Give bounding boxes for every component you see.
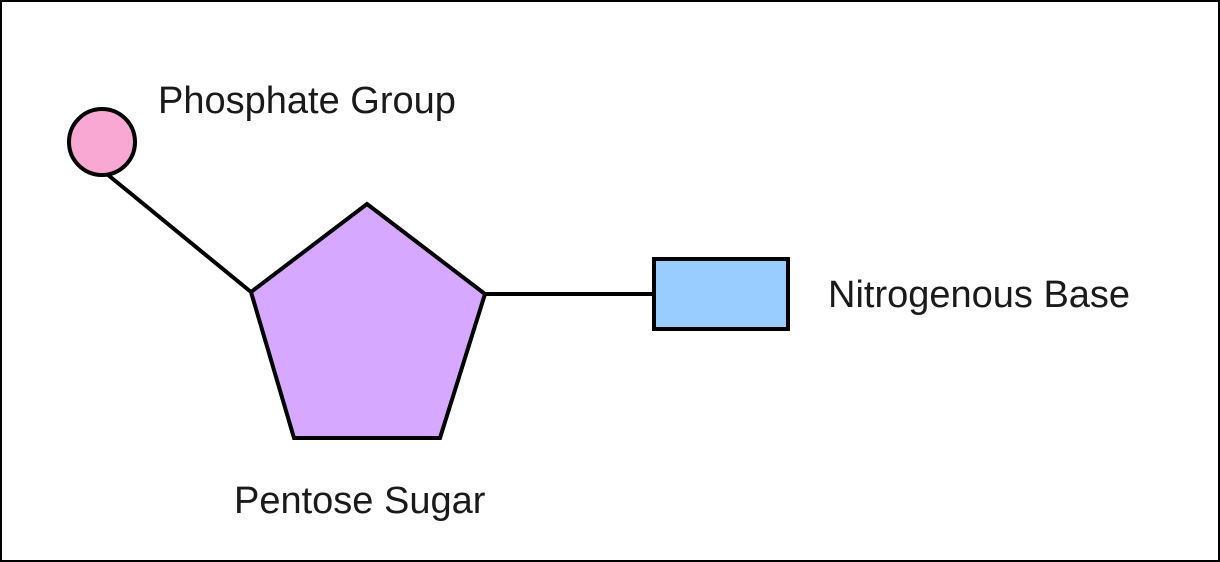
- pentose-sugar-pentagon: [248, 201, 488, 440]
- phosphate-group-circle: [67, 107, 137, 177]
- nitrogenous-base-label: Nitrogenous Base: [828, 274, 1131, 316]
- phosphate-sugar-bond: [100, 168, 253, 294]
- nitrogenous-base-rectangle: [652, 257, 790, 331]
- phosphate-group-label: Phosphate Group: [158, 80, 456, 122]
- pentose-sugar-label: Pentose Sugar: [234, 480, 486, 522]
